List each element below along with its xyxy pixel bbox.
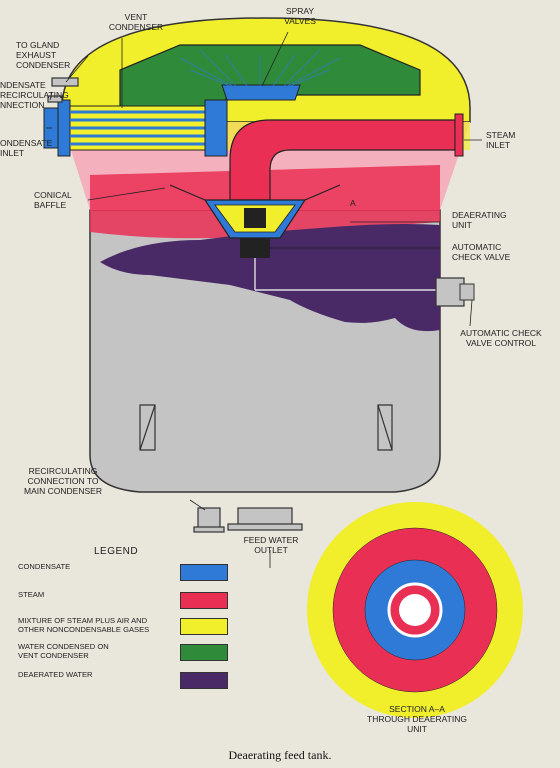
- steam-inlet-flange: [454, 113, 464, 157]
- legend-label: MIXTURE OF STEAM PLUS AIR AND OTHER NONC…: [18, 616, 150, 634]
- legend-swatch: [180, 618, 228, 635]
- leader-lines: [46, 31, 482, 568]
- legend-label: CONDENSATE: [18, 562, 71, 571]
- label-vent-condenser: VENT CONDENSER: [108, 12, 164, 32]
- section-a-a: [307, 502, 523, 718]
- legend-swatch: [180, 564, 228, 581]
- label-recirc-to-main: RECIRCULATING CONNECTION TO MAIN CONDENS…: [24, 466, 102, 496]
- label-spray-valves: SPRAY VALVES: [284, 6, 316, 26]
- label-feed-water-outlet: FEED WATER OUTLET: [243, 535, 299, 555]
- legend-label: STEAM: [18, 590, 45, 599]
- label-check-valve-control: AUTOMATIC CHECK VALVE CONTROL: [460, 328, 542, 348]
- spray-jets: [179, 49, 341, 91]
- legend-label: DEAERATED WATER: [18, 670, 93, 679]
- legend-swatch: [180, 644, 228, 661]
- label-automatic-check-valve: AUTOMATIC CHECK VALVE: [452, 242, 511, 262]
- legend-title: LEGEND: [94, 546, 139, 557]
- figure-caption: Deaerating feed tank.: [228, 748, 332, 762]
- legend-swatch: [180, 672, 228, 689]
- label-steam-inlet: STEAM INLET: [486, 130, 516, 150]
- label-section-a: A: [350, 198, 356, 208]
- left-connections: [47, 77, 79, 103]
- legend-label: WATER CONDENSED ON VENT CONDENSER: [18, 642, 109, 660]
- legend-item-steam: STEAM: [18, 590, 238, 612]
- label-condensate-inlet: ONDENSATE INLET: [0, 138, 53, 158]
- deaerating-unit: [169, 184, 341, 258]
- vent-condenser-tubes: [43, 99, 228, 157]
- legend-swatch: [180, 592, 228, 609]
- label-conical-baffle: CONICAL BAFFLE: [34, 190, 72, 210]
- legend-item-vent-water: WATER CONDENSED ON VENT CONDENSER: [18, 642, 238, 664]
- label-deaerating-unit: DEAERATING UNIT: [452, 210, 507, 230]
- valve-control-box: [435, 277, 465, 307]
- deaerated-water: [100, 224, 440, 332]
- tank-brackets: [139, 404, 393, 451]
- legend-item-deaerated-water: DEAERATED WATER: [18, 670, 238, 692]
- bottom-outlets: [193, 507, 303, 533]
- label-gland-exhaust: TO GLAND EXHAUST CONDENSER: [16, 40, 71, 70]
- check-valve-linkage: [254, 258, 440, 291]
- legend-item-mixture: MIXTURE OF STEAM PLUS AIR AND OTHER NONC…: [18, 616, 238, 638]
- label-recirculating-connection: NDENSATE RECIRCULATING NNECTION: [0, 80, 69, 110]
- legend-item-condensate: CONDENSATE: [18, 562, 238, 584]
- label-section-a-a: SECTION A–A THROUGH DEAERATING UNIT: [367, 704, 467, 734]
